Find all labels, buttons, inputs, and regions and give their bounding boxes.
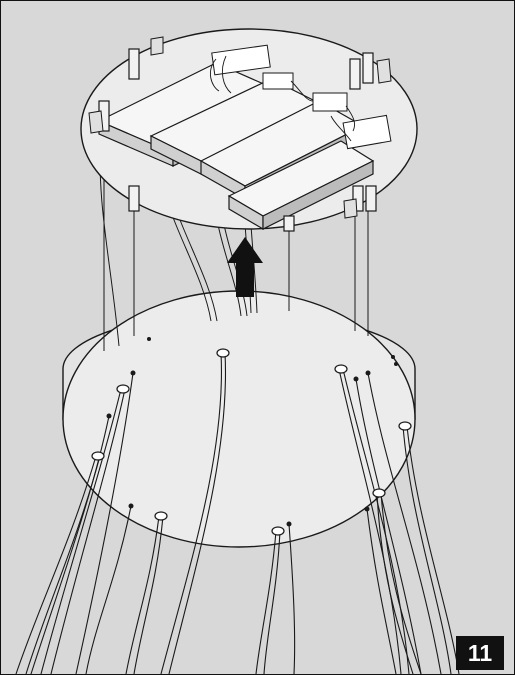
standoff-posts bbox=[98, 48, 377, 232]
suspension-cables bbox=[15, 352, 460, 674]
driver-unit-4 bbox=[227, 140, 375, 231]
alignment-lines bbox=[103, 151, 369, 351]
lower-canopy-plate bbox=[62, 290, 416, 548]
driver-units bbox=[97, 62, 375, 231]
up-arrow-icon bbox=[227, 237, 263, 297]
mounting-brackets bbox=[88, 36, 392, 219]
terminal-wiring bbox=[209, 55, 356, 142]
step-number-badge: 11 bbox=[456, 636, 504, 670]
cable-grommets bbox=[91, 348, 412, 536]
screw-holes bbox=[106, 337, 398, 527]
terminal-blocks bbox=[211, 44, 392, 150]
